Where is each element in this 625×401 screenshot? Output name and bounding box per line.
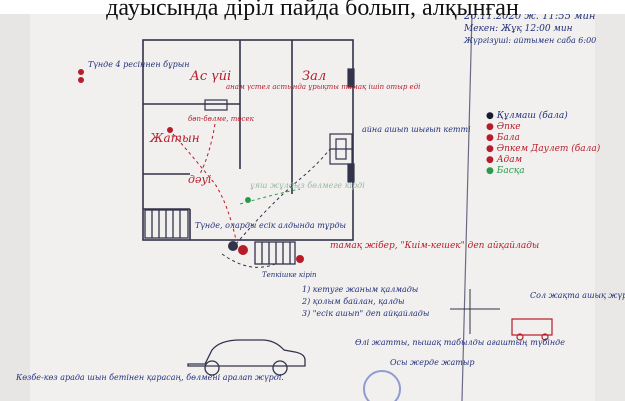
stamp (363, 370, 401, 401)
numbered-note-3: 3) "есік ашып" деп айқайлады (302, 309, 430, 318)
stairs (144, 209, 296, 265)
legend-item-1: ● Құлмаш (бала) (486, 111, 568, 121)
bottom-note-2: Осы жерде жатыр (390, 358, 475, 367)
footer-note: Көзбе-көз арада шын бетінен қарасаң, бөл… (16, 373, 284, 382)
top-left-note: Түнде 4 ресіннен бұрын (88, 60, 190, 69)
street-note: тамақ жібер, "Киім-кешек" деп айқайлады (330, 241, 540, 251)
bed-note: бөп-бөлме, төсек (188, 115, 254, 123)
ambulance (511, 318, 553, 341)
legend-item-5: ● Адам (486, 155, 523, 165)
header-observer: Жүргізуші: айтымен саба 6:00 (464, 36, 597, 45)
car-outline (187, 339, 306, 376)
car-note: Сол жақта ашық жүр (530, 291, 625, 300)
header-date: 26.11.2020 ж. 11:55 мин (464, 14, 596, 22)
caption-text: дауысында діріл пайда болып, алқынған (106, 0, 519, 21)
movement-path-dark (221, 148, 331, 268)
legend-item-2: ● Әпке (486, 122, 521, 132)
room-label-hall: Зал (302, 69, 327, 84)
crime-scene-sketch (0, 14, 625, 401)
room-label-bathroom: Жатын (150, 131, 200, 145)
legend-item-3: ● Бала (486, 133, 520, 143)
entry-note: Түнде, оларды есік алдында тұрды (195, 221, 347, 230)
numbered-note-1: 1) кетуге жаным қалмады (302, 285, 419, 294)
legend-item-4: ● Әпкем Даулет (бала) (486, 144, 601, 154)
legend: ● Құлмаш (бала) ● Әпке ● Бала ● Әпкем Да… (486, 112, 600, 176)
window-note: айна ашып шығып кетті (362, 125, 471, 134)
header-place: Мекен: Жұқ 12:00 мин (464, 24, 573, 34)
numbered-note-2: 2) қолым байлан, қалды (302, 297, 405, 306)
hall-note: ұяш жұлдыз бөлмеге кірді (250, 181, 365, 190)
kitchen-note: анам үстел астында ұрықты тамақ ішіп оты… (226, 83, 421, 91)
stairs-note: Тепкішке кіріп (262, 271, 317, 279)
figures (78, 69, 304, 263)
photo-paper: 26.11.2020 ж. 11:55 мин Мекен: Жұқ 12:00… (0, 14, 625, 401)
legend-item-6: ● Басқа (486, 166, 525, 176)
house-walls (142, 39, 354, 241)
bottom-note-1: Өлі жатты, пышақ табылды ағаштың түбінде (355, 338, 565, 347)
movement-path-red (172, 123, 237, 241)
room-label-small: дәуі (188, 173, 212, 186)
room-label-kitchen: Ас үйі (190, 69, 232, 84)
